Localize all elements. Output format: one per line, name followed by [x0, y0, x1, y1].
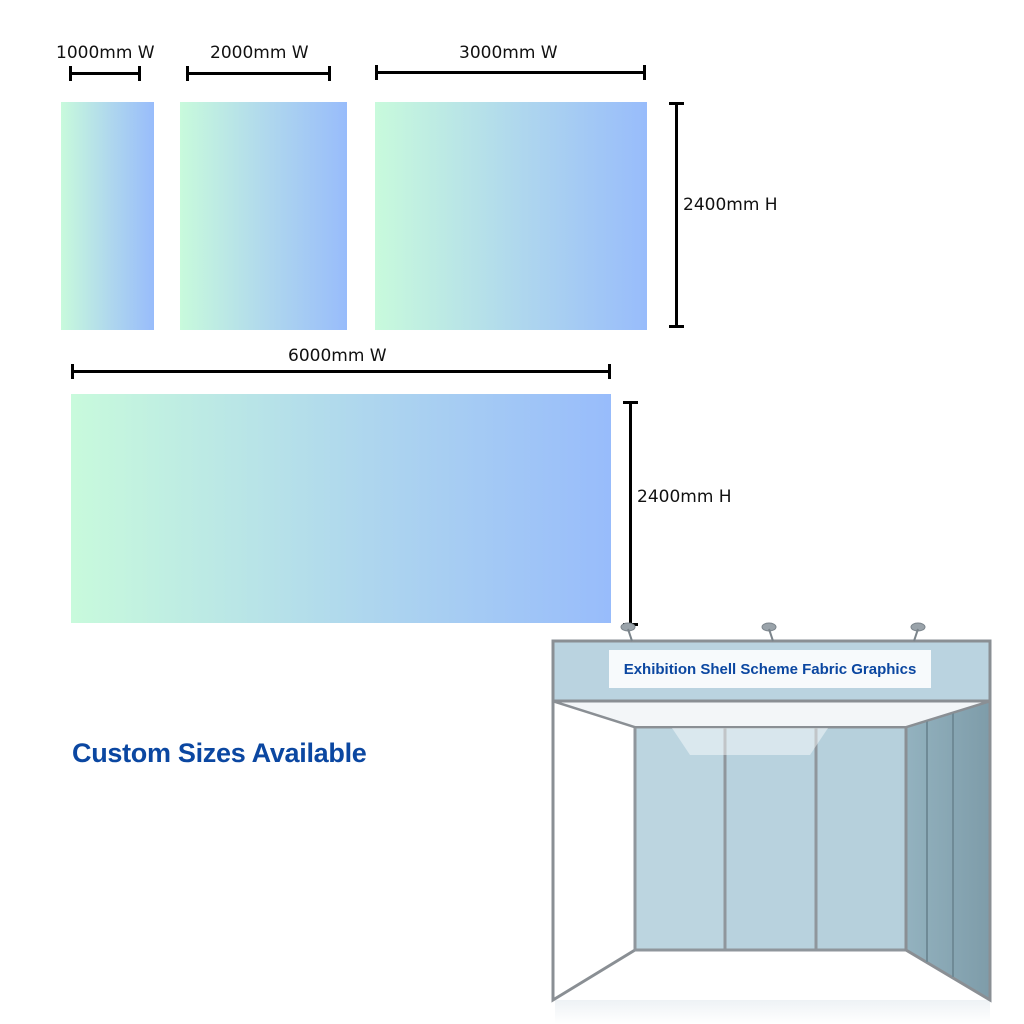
- booth-right-wall: [904, 698, 992, 1003]
- dim-label-3000w: 3000mm W: [459, 43, 558, 63]
- spotlight-icon: [620, 622, 926, 642]
- dim-bar-2000w: [186, 66, 331, 81]
- dim-label-2400h-bottom: 2400mm H: [637, 487, 732, 507]
- booth-back-panel-1: [633, 725, 727, 952]
- dim-label-6000w: 6000mm W: [288, 346, 387, 366]
- custom-sizes-heading: Custom Sizes Available: [72, 738, 367, 768]
- dim-label-2400h-top: 2400mm H: [683, 195, 778, 215]
- booth-sign: Exhibition Shell Scheme Fabric Graphics: [609, 650, 931, 688]
- panel-1000w: [61, 102, 154, 330]
- dim-label-1000w: 1000mm W: [56, 43, 155, 63]
- panel-3000w: [375, 102, 647, 330]
- dim-bar-3000w: [375, 65, 646, 80]
- booth-left-side: [551, 698, 637, 1003]
- booth-floor: [555, 1000, 990, 1024]
- dim-bar-1000w: [69, 66, 141, 81]
- panel-6000w: [71, 394, 611, 623]
- booth-back-panel-3: [814, 725, 908, 952]
- dim-bar-6000w: [71, 364, 611, 379]
- dim-label-2000w: 2000mm W: [210, 43, 309, 63]
- booth-back-panel-2: [723, 725, 818, 952]
- dim-bar-2400h-top: [669, 102, 684, 328]
- panel-2000w: [180, 102, 347, 330]
- dim-bar-2400h-bottom: [623, 401, 638, 626]
